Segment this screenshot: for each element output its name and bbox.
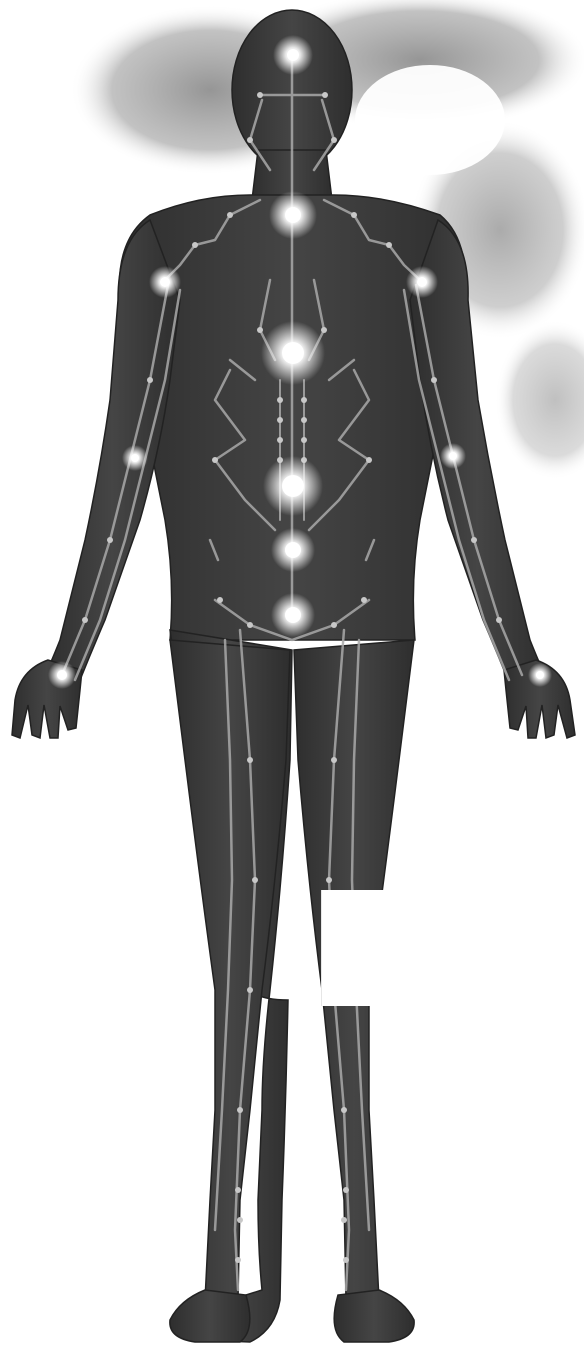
energy-center-right-elbow xyxy=(440,443,466,469)
energy-center-heart xyxy=(261,321,325,385)
energy-center-solar-plexus xyxy=(263,456,323,516)
energy-center-root xyxy=(271,593,315,637)
energy-center-throat xyxy=(269,191,317,239)
energy-center-right-hand xyxy=(528,663,552,687)
energy-center-left-elbow xyxy=(122,445,148,471)
energy-center-sacral xyxy=(271,528,315,572)
energy-center-crown xyxy=(273,35,313,75)
energy-center-left-shoulder xyxy=(149,266,181,298)
energy-center-right-shoulder xyxy=(406,266,438,298)
blank-overlay-panel xyxy=(322,890,584,1006)
energy-center-left-hand xyxy=(48,661,76,689)
